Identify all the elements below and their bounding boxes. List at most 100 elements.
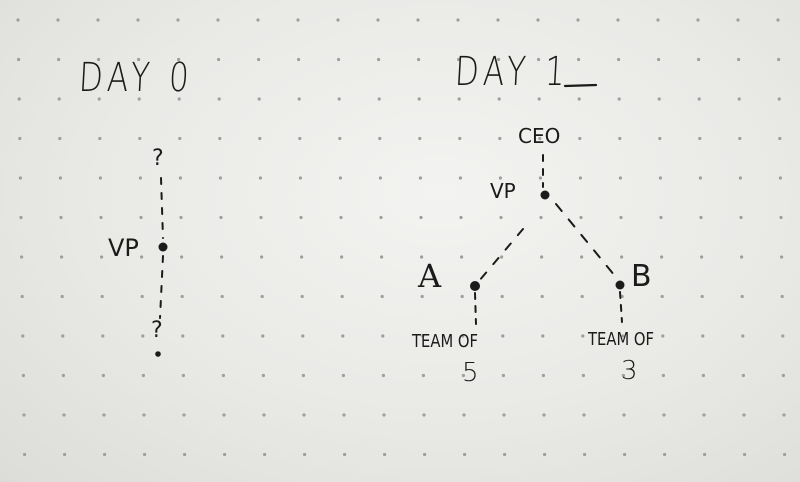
grid-dot — [698, 136, 702, 141]
day1-diagram — [474, 154, 623, 325]
grid-dot — [500, 255, 504, 259]
grid-dot — [180, 255, 184, 259]
grid-dot — [663, 452, 667, 457]
grid-dot — [696, 18, 700, 22]
grid-dot — [418, 136, 422, 141]
grid-dot — [142, 413, 146, 417]
grid-dot — [777, 57, 781, 62]
node-a — [470, 281, 480, 291]
grid-dot — [301, 334, 305, 338]
grid-dot — [617, 97, 621, 101]
grid-dot — [421, 373, 425, 378]
grid-dot — [581, 334, 585, 338]
grid-dot — [742, 413, 746, 417]
grid-dot — [100, 294, 104, 299]
grid-dot — [738, 176, 743, 180]
day0-vp-label: VP — [108, 234, 139, 262]
grid-dot — [223, 452, 227, 457]
grid-dot — [218, 176, 222, 180]
a-team-dashed-line — [474, 292, 477, 325]
grid-dot — [181, 373, 185, 378]
grid-dot — [297, 57, 301, 62]
grid-dot — [662, 413, 666, 417]
grid-dot — [138, 136, 142, 141]
grid-dot — [462, 413, 466, 417]
grid-dot — [299, 215, 303, 220]
grid-dot — [578, 176, 583, 180]
grid-dot — [339, 215, 343, 220]
grid-dot — [661, 334, 665, 338]
grid-dot — [258, 136, 262, 141]
grid-dot — [700, 255, 704, 259]
grid-dot — [341, 373, 345, 378]
grid-dot — [340, 294, 344, 299]
grid-dot — [63, 452, 67, 457]
grid-dot — [140, 294, 144, 299]
grid-dot — [300, 255, 304, 259]
grid-dot — [177, 97, 181, 101]
grid-dot — [341, 334, 345, 338]
grid-dot — [377, 97, 381, 101]
grid-dot — [20, 255, 24, 259]
grid-dot — [58, 136, 62, 141]
grid-dot — [739, 215, 743, 220]
grid-dot — [543, 452, 547, 457]
grid-dot — [542, 413, 546, 417]
grid-dot — [222, 413, 226, 417]
grid-dot — [58, 176, 63, 180]
grid-dot — [497, 57, 501, 62]
grid-dot — [737, 97, 741, 101]
grid-dot — [541, 373, 546, 378]
grid-dot — [778, 176, 783, 180]
grid-dot — [342, 413, 346, 417]
grid-dot — [137, 97, 141, 101]
vp-label: VP — [490, 179, 516, 203]
grid-dot — [22, 413, 26, 417]
grid-dot — [97, 57, 101, 62]
grid-dot — [60, 255, 64, 259]
grid-dot — [622, 413, 626, 417]
day1-title-underline — [563, 83, 598, 88]
grid-dot — [57, 57, 61, 62]
grid-dot — [19, 215, 23, 220]
grid-dot — [337, 57, 341, 62]
grid-dot — [257, 57, 261, 62]
grid-dot — [697, 97, 701, 101]
vp-b-dashed-line — [555, 203, 616, 277]
grid-dot — [97, 97, 101, 101]
grid-dot — [500, 294, 504, 299]
grid-dot — [697, 57, 701, 62]
grid-dot — [418, 176, 422, 180]
grid-dot — [581, 373, 586, 378]
grid-dot — [61, 373, 65, 378]
grid-dot — [417, 97, 421, 101]
grid-dot — [376, 18, 380, 22]
grid-dot — [461, 334, 465, 338]
grid-dot — [219, 215, 223, 220]
grid-dot — [416, 18, 420, 22]
grid-dot — [701, 373, 706, 378]
grid-dot — [741, 334, 745, 338]
grid-dot — [262, 413, 266, 417]
grid-dot — [537, 57, 541, 62]
grid-dot — [138, 176, 142, 180]
grid-dot — [783, 452, 787, 457]
grid-dot — [496, 18, 500, 22]
grid-dot — [17, 57, 21, 62]
grid-dot — [420, 255, 424, 259]
day0-top-question-mark: ? — [152, 146, 164, 171]
grid-dot — [457, 97, 461, 101]
grid-dot — [18, 136, 22, 141]
ceo-label: CEO — [518, 124, 561, 148]
grid-dot — [460, 255, 464, 259]
grid-dot — [377, 57, 381, 62]
grid-dot — [421, 334, 425, 338]
grid-dot — [618, 136, 622, 141]
grid-dot — [338, 136, 342, 141]
grid-dot — [578, 136, 582, 141]
grid-dot — [776, 18, 780, 22]
grid-dot — [458, 136, 462, 141]
grid-dot — [100, 255, 104, 259]
grid-dot — [501, 373, 505, 378]
